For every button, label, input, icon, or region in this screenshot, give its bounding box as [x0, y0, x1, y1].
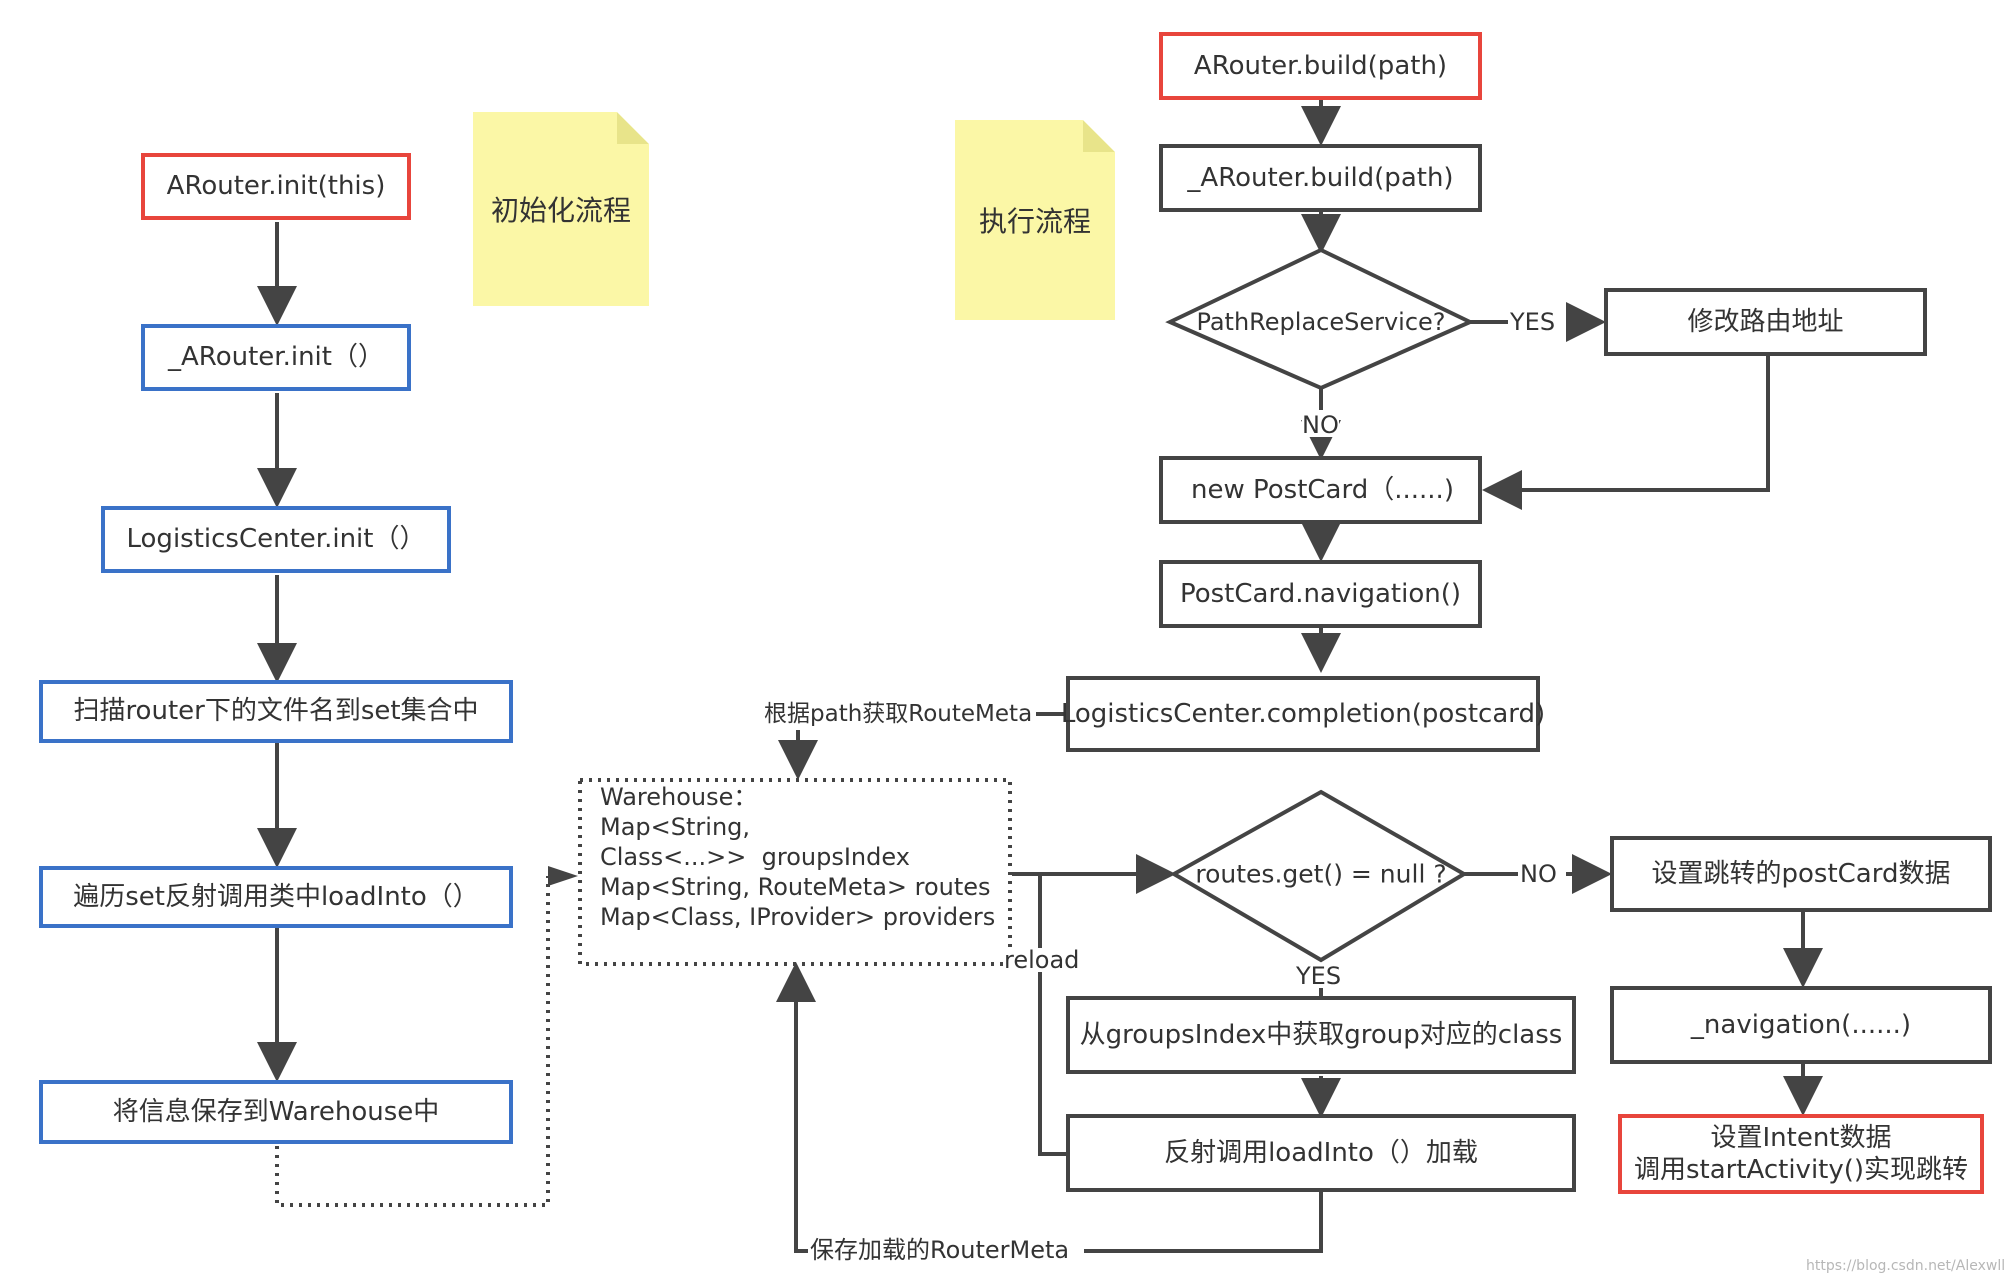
warehouse-box-shape — [578, 778, 1012, 966]
node-set-postcard-label: 设置跳转的postCard数据 — [1651, 858, 1951, 889]
label-save-loaded: 保存加载的RouterMeta — [810, 1236, 1070, 1264]
node-logistics-completion: LogisticsCenter.completion(postcard) — [1061, 676, 1545, 752]
node-navigation-internal: _navigation(......) — [1610, 986, 1992, 1064]
node-logistics-init-label: LogisticsCenter.init（） — [126, 524, 426, 555]
note-init-corner — [617, 112, 649, 144]
diamond-routes-get-label: routes.get() = null ? — [1195, 859, 1447, 889]
node-start-activity-line1: 设置Intent数据 — [1710, 1122, 1892, 1153]
node-set-postcard: 设置跳转的postCard数据 — [1610, 836, 1992, 912]
warehouse-line-2: Map<String, — [600, 813, 751, 841]
node-scan-label: 扫描router下的文件名到set集合中 — [73, 696, 479, 727]
warehouse-line-4: Map<String, RouteMeta> routes — [600, 873, 991, 901]
node-traverse-label: 遍历set反射调用类中loadInto（） — [73, 881, 479, 912]
node-navigation-internal-label: _navigation(......) — [1690, 1009, 1912, 1040]
label-routes-yes: YES — [1296, 962, 1342, 990]
node-reflect-load: 反射调用loadInto（）加载 — [1066, 1114, 1576, 1192]
node-from-groups-index-label: 从groupsIndex中获取group对应的class — [1079, 1019, 1563, 1050]
node-new-postcard: new PostCard（......) — [1159, 456, 1482, 524]
label-fetch-routemeta: 根据path获取RouteMeta — [764, 701, 1033, 727]
node-postcard-navigation: PostCard.navigation() — [1159, 560, 1482, 628]
note-exec-text: 执行流程 — [978, 205, 1091, 238]
warehouse-line-1: Warehouse： — [600, 783, 758, 811]
node-postcard-navigation-label: PostCard.navigation() — [1179, 578, 1462, 609]
node-arouter-init: ARouter.init(this) — [141, 153, 411, 220]
node-logistics-init: LogisticsCenter.init（） — [101, 506, 451, 573]
label-no-path: NO — [1302, 411, 1339, 439]
diamond-routes-get-shape — [1169, 789, 1468, 963]
node-scan: 扫描router下的文件名到set集合中 — [39, 680, 513, 743]
node-logistics-completion-label: LogisticsCenter.completion(postcard) — [1060, 698, 1546, 729]
note-init: 初始化流程 — [473, 112, 649, 306]
node-arouter-build: ARouter.build(path) — [1159, 32, 1482, 100]
note-exec-corner — [1083, 120, 1115, 152]
watermark: https://blog.csdn.net/Alexwll — [1806, 1258, 2006, 1274]
note-init-text: 初始化流程 — [490, 194, 631, 227]
node-underscore-build: _ARouter.build(path) — [1159, 144, 1482, 212]
node-start-activity: 设置Intent数据 调用startActivity()实现跳转 — [1618, 1114, 1984, 1194]
warehouse-line-5: Map<Class, IProvider> providers — [600, 903, 996, 931]
label-routes-no: NO — [1520, 860, 1557, 888]
warehouse-line-3: Class<...>> groupsIndex — [600, 843, 910, 871]
node-from-groups-index: 从groupsIndex中获取group对应的class — [1066, 996, 1576, 1074]
node-new-postcard-label: new PostCard（......) — [1191, 474, 1454, 505]
node-arouter-build-label: ARouter.build(path) — [1193, 50, 1448, 81]
node-save-warehouse: 将信息保存到Warehouse中 — [39, 1080, 513, 1144]
node-underscore-build-label: _ARouter.build(path) — [1187, 162, 1454, 193]
node-underscore-init: _ARouter.init（） — [141, 324, 411, 391]
line-save-back-a — [1084, 1190, 1323, 1253]
arrow-modify-back — [1482, 356, 1770, 510]
diamond-path-replace-label: PathReplaceService? — [1196, 308, 1446, 336]
node-underscore-init-label: _ARouter.init（） — [168, 342, 384, 373]
node-save-warehouse-label: 将信息保存到Warehouse中 — [112, 1096, 440, 1127]
node-start-activity-line2: 调用startActivity()实现跳转 — [1633, 1155, 1969, 1185]
node-modify-route: 修改路由地址 — [1604, 288, 1927, 356]
label-reload: reload — [1004, 946, 1080, 974]
note-exec: 执行流程 — [955, 120, 1115, 320]
node-modify-route-label: 修改路由地址 — [1687, 306, 1844, 337]
label-yes-path: YES — [1510, 308, 1556, 336]
node-traverse: 遍历set反射调用类中loadInto（） — [39, 866, 513, 928]
node-reflect-load-label: 反射调用loadInto（）加载 — [1164, 1137, 1478, 1168]
dotted-save-warehouse — [275, 876, 550, 1207]
arrow-into-warehouse — [548, 866, 578, 886]
line-reload — [1038, 874, 1066, 1156]
arrow-save-back-b — [776, 962, 816, 1253]
diamond-path-replace-shape — [1165, 247, 1475, 391]
node-arouter-init-label: ARouter.init(this) — [166, 171, 386, 202]
